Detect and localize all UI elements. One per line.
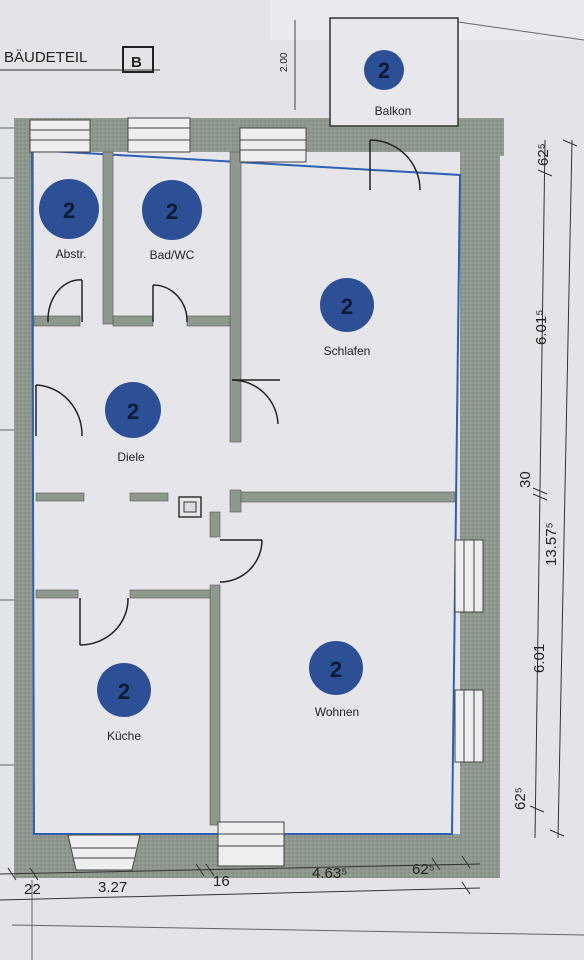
room-diele: 2 Diele bbox=[105, 382, 161, 464]
room-balkon-unit: 2 bbox=[378, 58, 390, 83]
dim-bottom-5: 62⁵ bbox=[412, 861, 435, 878]
windows bbox=[29, 117, 484, 871]
building-part-label: BÄUDETEIL bbox=[4, 49, 87, 66]
room-diele-unit: 2 bbox=[127, 399, 139, 424]
room-bad-name: Bad/WC bbox=[150, 248, 195, 262]
room-wohnen-unit: 2 bbox=[330, 657, 342, 682]
dim-bottom-4: 4.63⁵ bbox=[312, 865, 347, 882]
room-abstr-unit: 2 bbox=[63, 198, 75, 223]
shaft-inner bbox=[183, 501, 197, 513]
room-schlafen: 2 Schlafen bbox=[320, 278, 374, 358]
dim-right-5: 6.01 bbox=[531, 644, 548, 673]
room-kueche-unit: 2 bbox=[118, 679, 130, 704]
dim-bottom-1: 22 bbox=[24, 881, 41, 898]
neighbor-lines bbox=[0, 21, 584, 960]
dim-right-1: 62⁵ bbox=[535, 143, 552, 166]
unit-outline bbox=[30, 148, 462, 835]
room-bad: 2 Bad/WC bbox=[142, 180, 202, 262]
room-diele-name: Diele bbox=[117, 450, 145, 464]
dim-right-3: 30 bbox=[517, 471, 534, 488]
dim-bottom-3: 16 bbox=[213, 873, 230, 890]
room-wohnen-name: Wohnen bbox=[315, 705, 359, 719]
room-bad-unit: 2 bbox=[166, 199, 178, 224]
doors bbox=[35, 139, 421, 646]
room-schlafen-unit: 2 bbox=[341, 294, 353, 319]
dim-right-4: 13.57⁵ bbox=[543, 522, 560, 566]
dim-bottom-2: 3.27 bbox=[98, 879, 127, 896]
room-schlafen-name: Schlafen bbox=[324, 344, 371, 358]
room-abstr: 2 Abstr. bbox=[39, 179, 99, 261]
building-part-code: B bbox=[131, 54, 142, 71]
room-kueche-name: Küche bbox=[107, 729, 141, 743]
balcony-dim-text: 2.00 bbox=[279, 52, 290, 72]
room-kueche: 2 Küche bbox=[97, 663, 151, 743]
right-dimension-chain: 62⁵ 6.01⁵ 30 13.57⁵ 6.01 62⁵ bbox=[512, 139, 578, 839]
dim-right-6: 62⁵ bbox=[512, 787, 529, 810]
room-wohnen: 2 Wohnen bbox=[309, 641, 363, 719]
room-balkon: 2 Balkon bbox=[364, 50, 411, 118]
building-part-tag: BÄUDETEIL B bbox=[0, 46, 160, 73]
room-balkon-name: Balkon bbox=[375, 104, 412, 118]
interior-walls bbox=[33, 151, 456, 826]
room-abstr-name: Abstr. bbox=[56, 247, 87, 261]
bottom-dimension-chain: 22 3.27 16 4.63⁵ 62⁵ bbox=[0, 855, 481, 901]
dim-right-2: 6.01⁵ bbox=[533, 310, 550, 345]
